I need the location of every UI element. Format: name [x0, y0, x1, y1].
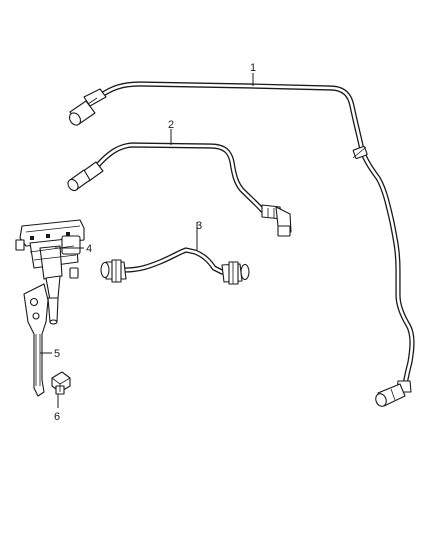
part-3-right-connector	[221, 261, 250, 285]
callout-2: 2	[168, 119, 174, 131]
part-2-right-connector	[261, 204, 292, 237]
callouts: 1 2 3 4 5 6	[54, 62, 256, 423]
callout-3: 3	[196, 220, 202, 232]
leader-lines	[40, 73, 254, 408]
part-3-left-connector	[100, 259, 127, 283]
part-1-left-connector	[68, 88, 107, 126]
part-6-fastener	[51, 371, 71, 395]
part-5-bracket	[23, 283, 49, 397]
part-4-valve	[15, 219, 85, 325]
part-2-left-connector	[67, 161, 104, 192]
part-1-long-hose	[68, 81, 415, 407]
callout-4: 4	[86, 243, 92, 255]
part-2-hose	[67, 142, 292, 237]
part-3-hose	[100, 247, 250, 285]
callout-1: 1	[250, 62, 256, 74]
callout-6: 6	[54, 411, 60, 423]
callout-5: 5	[54, 348, 60, 360]
part-1-bottom-connector	[375, 380, 412, 407]
